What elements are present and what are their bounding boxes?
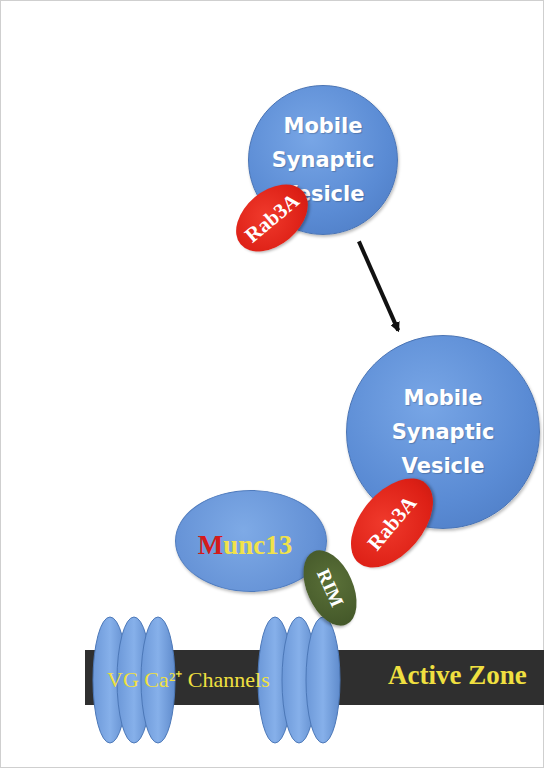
node-label: Rab3A — [362, 491, 422, 555]
arrow-connector — [359, 241, 398, 330]
node-label: RIM — [312, 566, 348, 611]
node-label: Rab3A — [240, 188, 304, 248]
node-label: Mobile Synaptic Vesicle — [387, 381, 499, 483]
node-label: Active Zone — [388, 660, 527, 691]
active-zone-band: VG Ca²⁺ Channels Active Zone — [85, 650, 544, 705]
node-label: Munc13 — [198, 530, 293, 561]
node-label: VG Ca²⁺ Channels — [107, 663, 270, 693]
